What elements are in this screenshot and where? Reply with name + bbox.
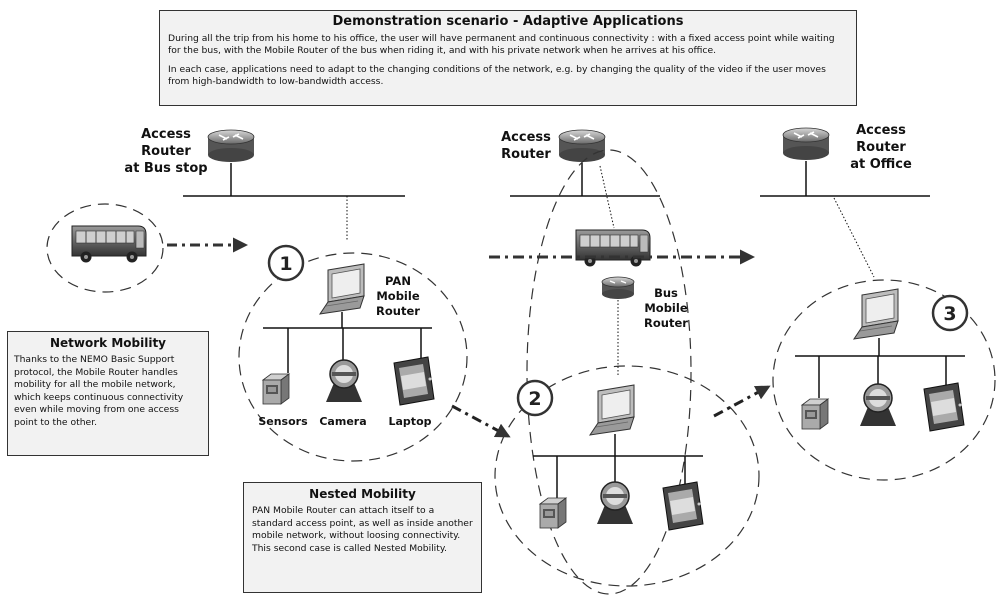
router-middle-line-2: Router [501,147,551,162]
access-router-middle-icon [558,129,606,163]
pan-router-line-2: Mobile [376,289,420,303]
bus-icon [71,225,147,263]
office-laptop-icon [853,288,899,340]
step-1-circle [267,244,305,282]
scenario-paragraph-1: During all the trip from his home to his… [168,33,835,56]
nested-network-outline [494,365,760,587]
step-1-number: 1 [279,253,292,275]
office-network-outline [772,279,996,481]
bus-mobile-router-icon [601,276,635,300]
step-3-circle [931,294,969,332]
move-arrow-2-to-3 [713,385,771,418]
sensors-label: Sensors [258,415,308,428]
nested-mobility-title: Nested Mobility [309,487,416,501]
office-pda-icon [923,382,965,432]
nested-mobility-box: Nested Mobility PAN Mobile Router can at… [243,482,482,593]
bus-router-line-3: Router [644,316,688,330]
office-camera-icon [859,383,897,427]
router-bus-stop-label: Access Router at Bus stop [118,126,214,177]
move-arrow-1-to-2 [451,404,511,438]
step-2-number: 2 [528,388,541,410]
sensors-icon [262,373,290,405]
network-mobility-title: Network Mobility [50,336,166,350]
router-office-line-3: at Office [850,157,912,172]
access-router-office-icon [782,127,830,161]
nested-camera-icon [596,481,634,525]
step-3-number: 3 [943,303,956,325]
bus-router-line-1: Bus [654,286,678,300]
scenario-title: Demonstration scenario - Adaptive Applic… [332,14,684,29]
network-mobility-box: Network Mobility Thanks to the NEMO Basi… [7,331,209,456]
scenario-box: Demonstration scenario - Adaptive Applic… [159,10,857,106]
laptop-label: Laptop [388,415,432,428]
router-middle-line-1: Access [501,130,551,145]
router-middle-label: Access Router [491,129,561,163]
router-office-line-2: Router [856,140,906,155]
laptop-icon [393,356,435,406]
nested-laptop-icon [589,384,635,436]
camera-label: Camera [319,415,367,428]
access-router-bus-stop-icon [207,129,255,163]
router-office-line-1: Access [856,123,906,138]
pan-network-outline [238,252,468,462]
office-sensors-icon [801,398,829,430]
nested-pda-icon [662,481,704,531]
pan-router-label: PAN Mobile Router [368,274,428,319]
bus-network-outline [526,149,692,595]
bus-router-line-2: Mobile [644,301,688,315]
network-mobility-text: Thanks to the NEMO Basic Support protoco… [14,354,184,428]
bus-middle-icon [575,229,651,267]
pan-router-line-1: PAN [385,274,411,288]
pan-mobile-router-laptop-icon [319,263,365,315]
bus-group-outline [46,203,164,293]
nested-sensors-icon [539,497,567,529]
router-bus-stop-line-3: at Bus stop [124,161,208,176]
pan-router-line-3: Router [376,304,420,318]
bus-router-label: Bus Mobile Router [638,286,694,331]
router-bus-stop-line-1: Access [141,127,191,142]
scenario-paragraph-2: In each case, applications need to adapt… [168,64,826,87]
router-bus-stop-line-2: Router [141,144,191,159]
step-2-circle [516,379,554,417]
camera-icon [325,359,363,403]
nested-mobility-text: PAN Mobile Router can attach itself to a… [252,505,473,554]
router-office-label: Access Router at Office [843,122,919,173]
